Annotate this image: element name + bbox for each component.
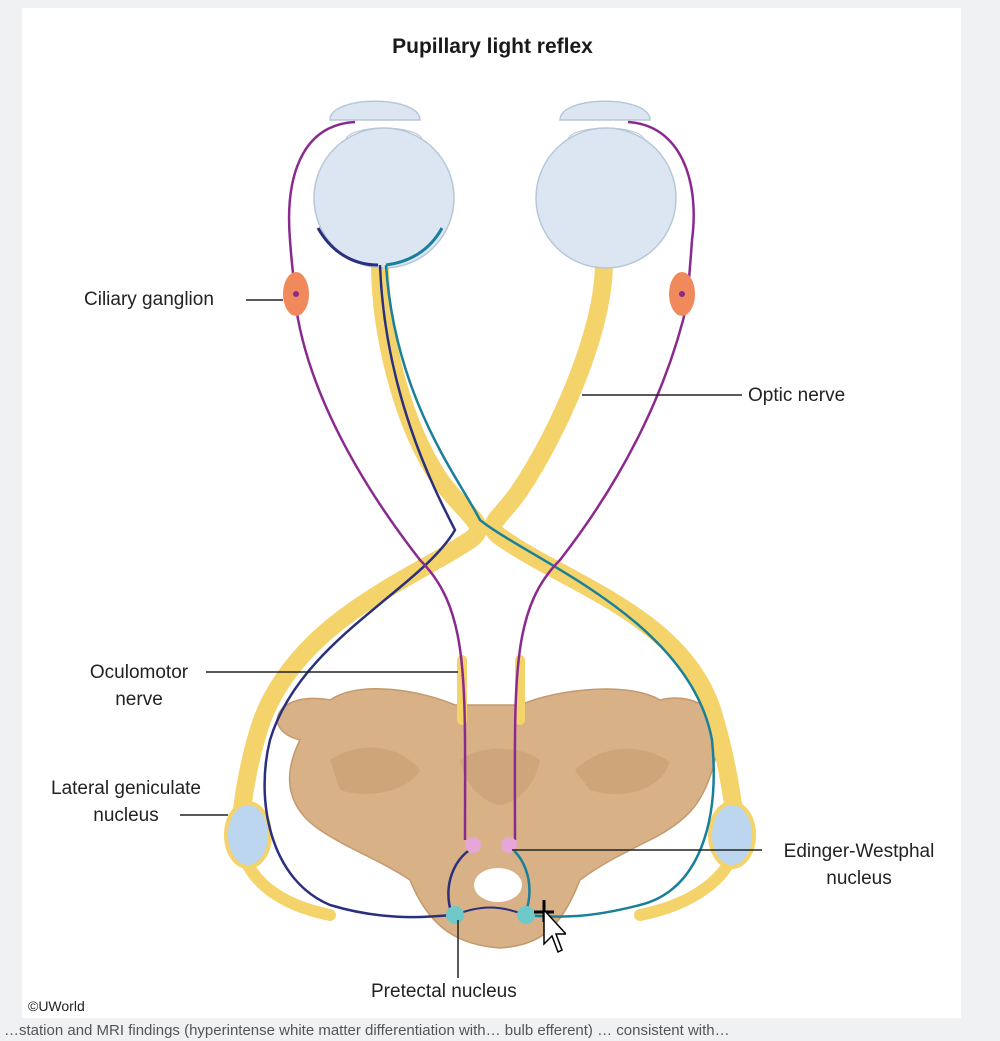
- ew-nucleus-left: [465, 837, 481, 853]
- eye-right: [535, 100, 677, 269]
- label-ciliary-ganglion: Ciliary ganglion: [84, 289, 214, 310]
- ew-nucleus-right: [501, 837, 517, 853]
- label-edinger-westphal: Edinger-Westphal nucleus: [783, 841, 935, 889]
- pretectal-nucleus-right: [517, 906, 535, 924]
- label-oculomotor-nerve: Oculomotor nerve: [89, 662, 189, 710]
- figure-title: Pupillary light reflex: [392, 35, 593, 58]
- label-pretectal-nucleus: Pretectal nucleus: [371, 981, 517, 1002]
- caption-text: …station and MRI findings (hyperintense …: [4, 1022, 730, 1039]
- copyright: ©UWorld: [28, 998, 85, 1014]
- mouse-cursor-icon: [534, 900, 566, 954]
- pretectal-nucleus-left: [446, 906, 464, 924]
- lgn-left: [224, 801, 272, 869]
- eye-left: [313, 100, 455, 269]
- label-optic-nerve: Optic nerve: [748, 385, 846, 406]
- label-lateral-geniculate: Lateral geniculate nucleus: [51, 778, 201, 826]
- lgn-right: [708, 801, 756, 869]
